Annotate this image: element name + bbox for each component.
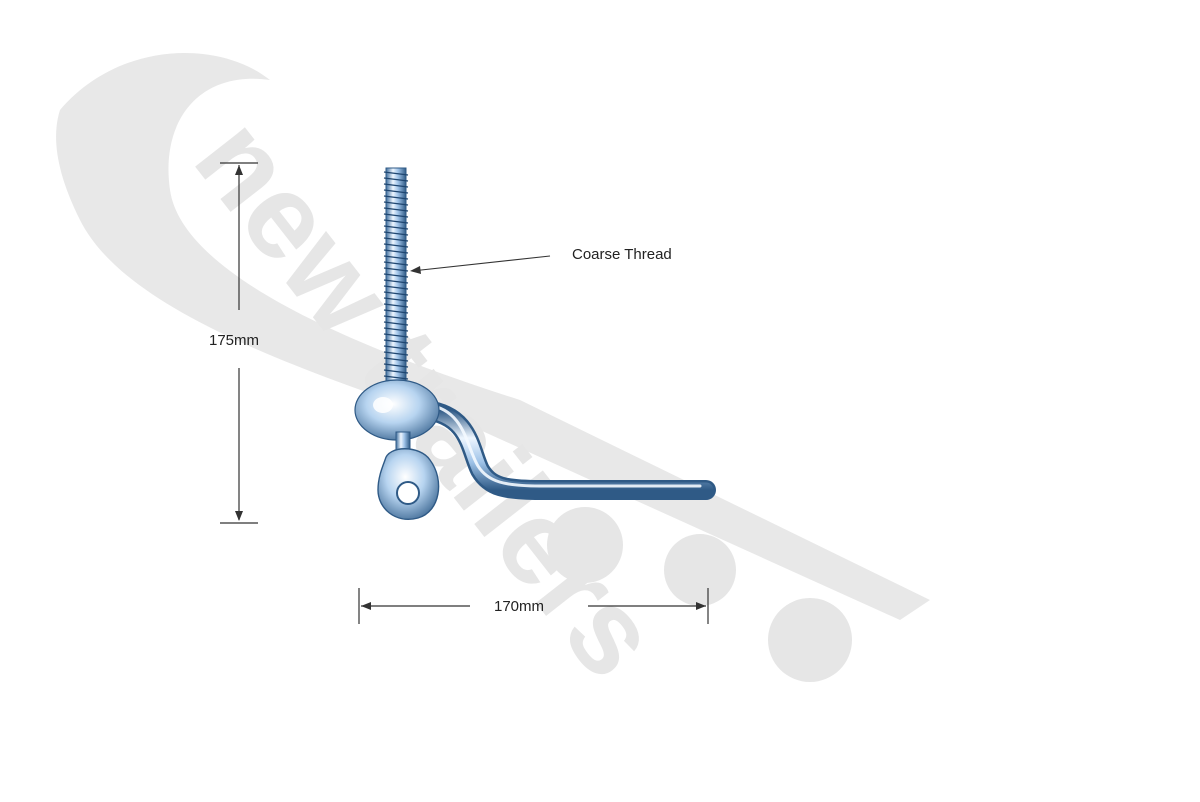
thread-ridge — [383, 219, 409, 224]
width-dimension — [358, 588, 709, 624]
thread-ridge — [383, 375, 409, 380]
pivot-neck — [395, 431, 411, 451]
thread-ridge — [383, 261, 409, 266]
coarse-thread-label: Coarse Thread — [572, 246, 672, 263]
watermark-swoosh — [56, 52, 930, 621]
thread-ridge — [383, 177, 409, 182]
width-dimension-label: 170mm — [494, 598, 545, 615]
thread-ridge — [383, 285, 409, 290]
watermark-dot — [547, 507, 623, 583]
thread-leader — [410, 255, 551, 274]
thread-ridge — [383, 189, 409, 194]
thread-ridge — [383, 351, 409, 356]
thread-ridge — [383, 321, 409, 326]
thread-ridge — [383, 201, 409, 206]
hinge-arm-shine — [426, 403, 702, 488]
thread-ridge — [383, 231, 409, 236]
thread-ridge — [383, 255, 409, 260]
width-arrow-left — [361, 602, 371, 610]
thread-ridge — [383, 297, 409, 302]
domed-boss-shine — [373, 397, 393, 413]
thread-ridge — [383, 171, 409, 176]
height-dimension-label: 175mm — [209, 332, 260, 349]
thread-ridge — [383, 225, 409, 230]
thread-ridge — [383, 183, 409, 188]
thread-ridge — [383, 303, 409, 308]
thread-ridge — [383, 267, 409, 272]
thread-ridge — [383, 207, 409, 212]
thread-ridge — [383, 363, 409, 368]
thread-ridge — [383, 315, 409, 320]
thread-leader-line — [411, 255, 551, 272]
thread-ridge — [383, 279, 409, 284]
watermark-dot — [768, 598, 852, 682]
thread-ridge — [383, 369, 409, 374]
thread-ridge — [383, 237, 409, 242]
thread-ridge — [383, 273, 409, 278]
thread-ridge — [383, 357, 409, 362]
thread-leader-arrow — [410, 266, 421, 274]
thread-ridge — [383, 333, 409, 338]
domed-boss — [354, 379, 440, 441]
thread-ridge — [383, 243, 409, 248]
height-arrow-down — [235, 511, 243, 521]
height-dimension — [220, 162, 258, 524]
thread-ridge — [383, 345, 409, 350]
width-arrow-right — [696, 602, 706, 610]
watermark-dot — [664, 534, 736, 606]
thread-ridge — [383, 327, 409, 332]
eye-hole — [396, 481, 420, 505]
thread-ridge — [383, 249, 409, 254]
thread-ridge — [383, 309, 409, 314]
thread-ridge — [383, 195, 409, 200]
thread-ridge — [383, 291, 409, 296]
hinge-pin-product — [354, 167, 716, 520]
thread-ridge — [383, 213, 409, 218]
thread-ridge — [383, 339, 409, 344]
height-arrow-up — [235, 165, 243, 175]
